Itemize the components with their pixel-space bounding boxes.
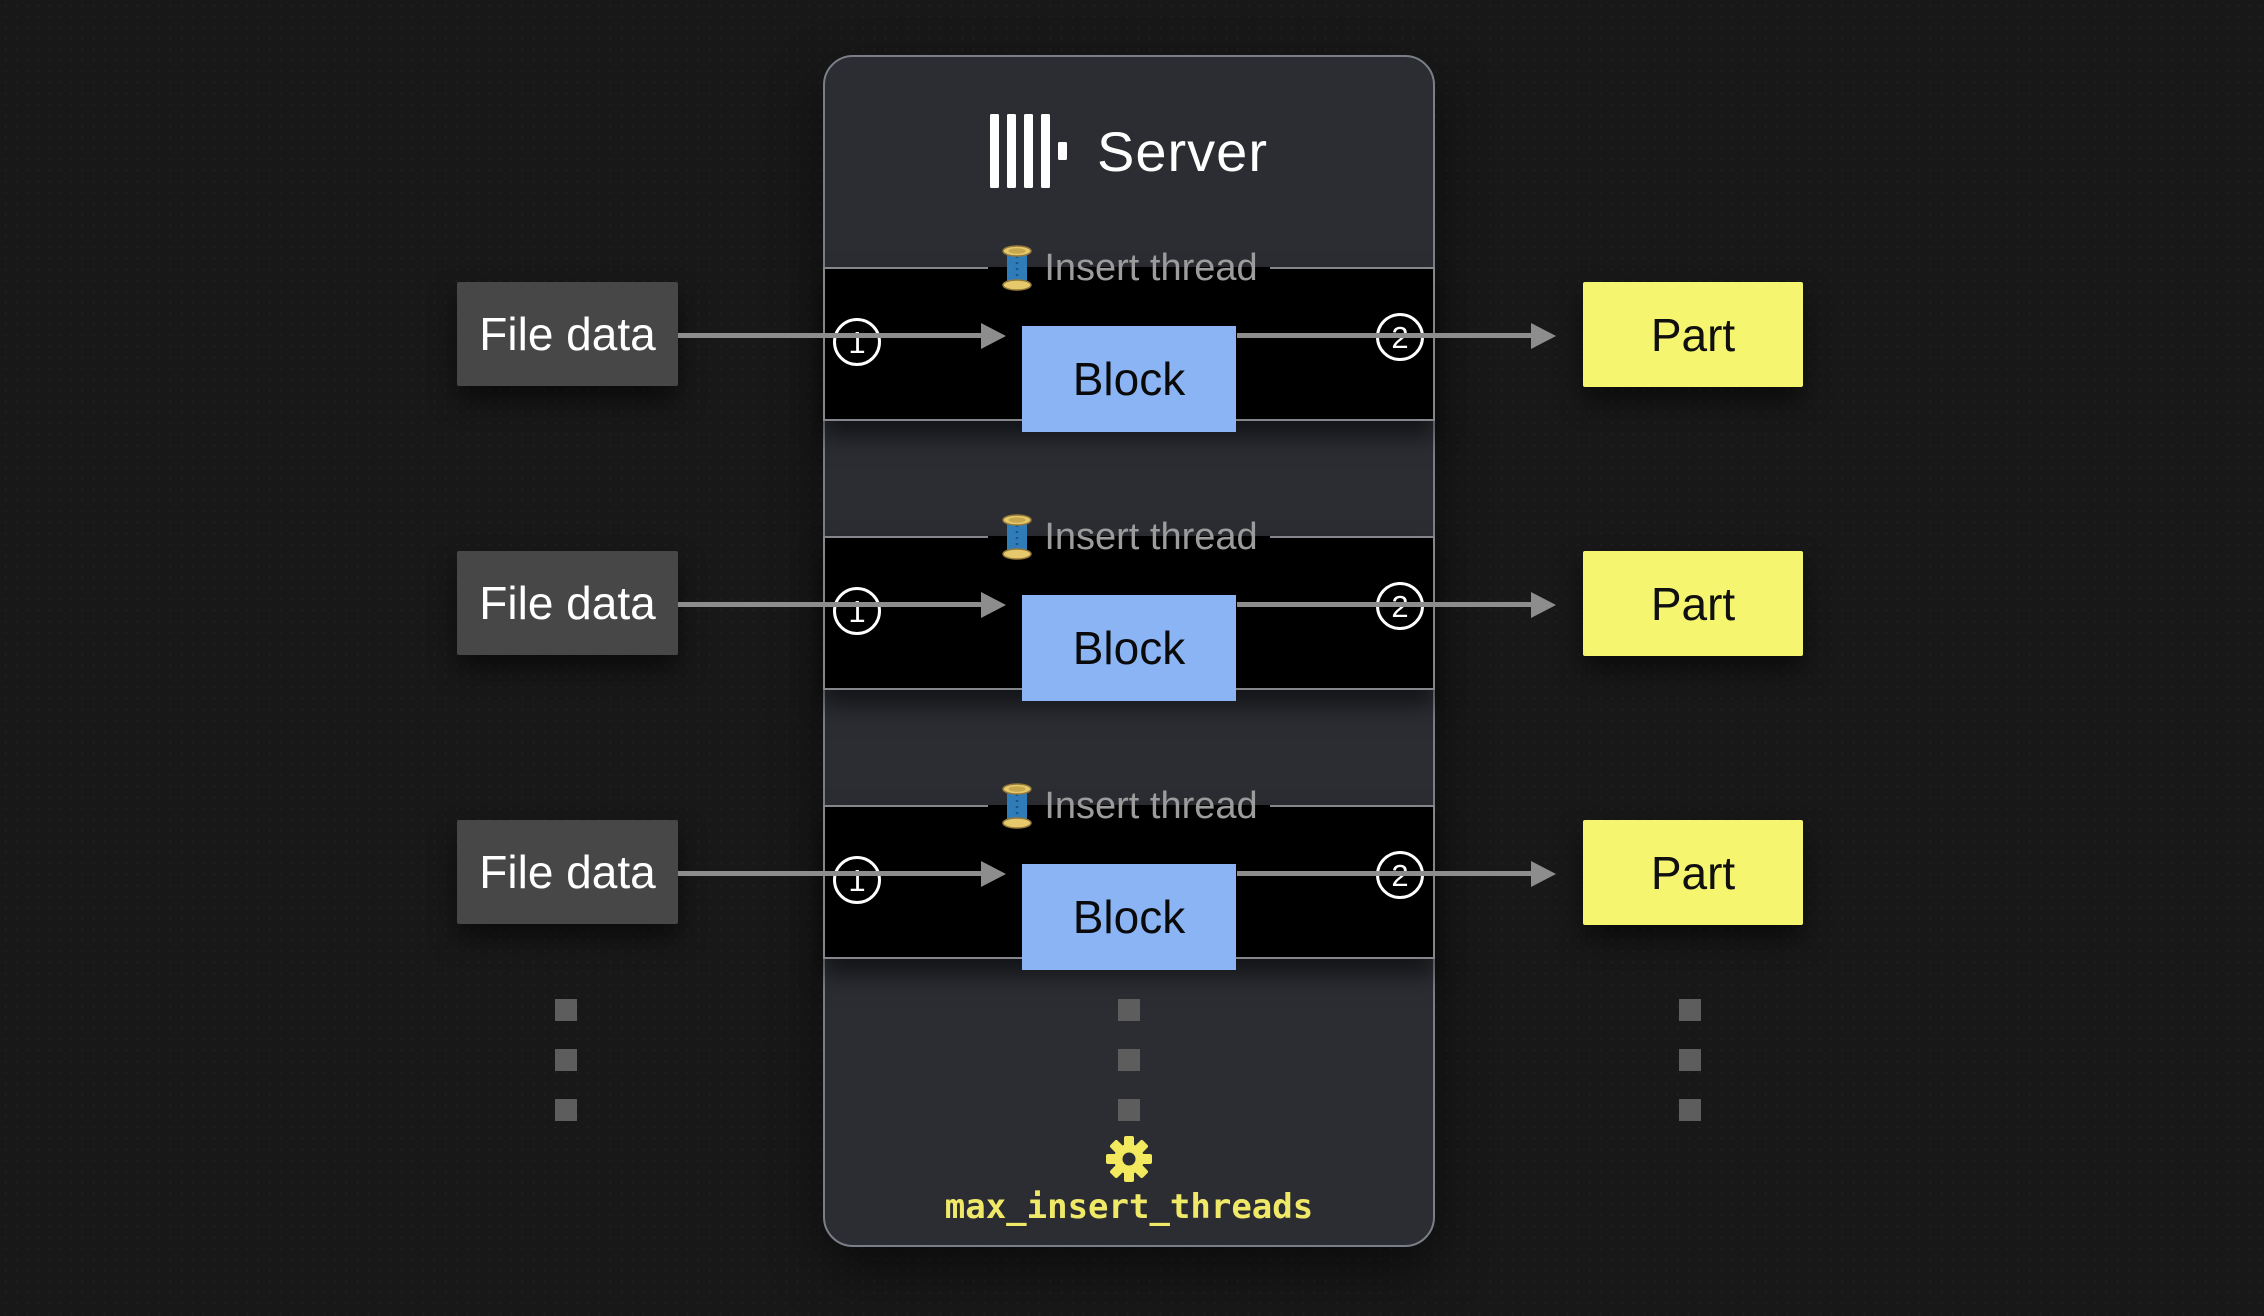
ellipsis-dots-outputs (1679, 999, 1701, 1121)
arrow-file-to-block (678, 871, 981, 876)
insert-thread-legend: Insert thread (988, 514, 1269, 560)
server-title: Server (1097, 119, 1268, 183)
setting-name: max_insert_threads (944, 1187, 1314, 1227)
file-data-box: File data (457, 551, 678, 655)
server-header: Server (825, 57, 1433, 245)
part-box: Part (1583, 551, 1803, 656)
part-box: Part (1583, 282, 1803, 387)
block-box: Block (1022, 595, 1236, 701)
insert-thread-legend: Insert thread (988, 245, 1269, 291)
arrow-file-to-block (678, 333, 981, 338)
file-data-box: File data (457, 820, 678, 924)
arrow-block-to-part (1237, 871, 1531, 876)
file-data-box: File data (457, 282, 678, 386)
server-panel: Server Insert thread 1 Block 2 (823, 55, 1435, 1247)
part-box: Part (1583, 820, 1803, 925)
step-1-badge: 1 (833, 856, 881, 904)
thread-spool-icon (1000, 514, 1034, 560)
arrow-block-to-part (1237, 333, 1531, 338)
step-1-badge: 1 (833, 318, 881, 366)
clickhouse-logo-icon (990, 114, 1068, 188)
ellipsis-dots-server (825, 999, 1433, 1121)
thread-spool-icon (1000, 783, 1034, 829)
step-1-badge: 1 (833, 587, 881, 635)
insert-thread-label: Insert thread (1044, 246, 1258, 289)
arrow-block-to-part (1237, 602, 1531, 607)
block-box: Block (1022, 864, 1236, 970)
thread-spool-icon (1000, 245, 1034, 291)
gear-icon (825, 1135, 1433, 1183)
arrow-file-to-block (678, 602, 981, 607)
insert-thread-label: Insert thread (1044, 515, 1258, 558)
ellipsis-dots-inputs (555, 999, 577, 1121)
insert-thread-label: Insert thread (1044, 784, 1258, 827)
block-box: Block (1022, 326, 1236, 432)
insert-thread-legend: Insert thread (988, 783, 1269, 829)
